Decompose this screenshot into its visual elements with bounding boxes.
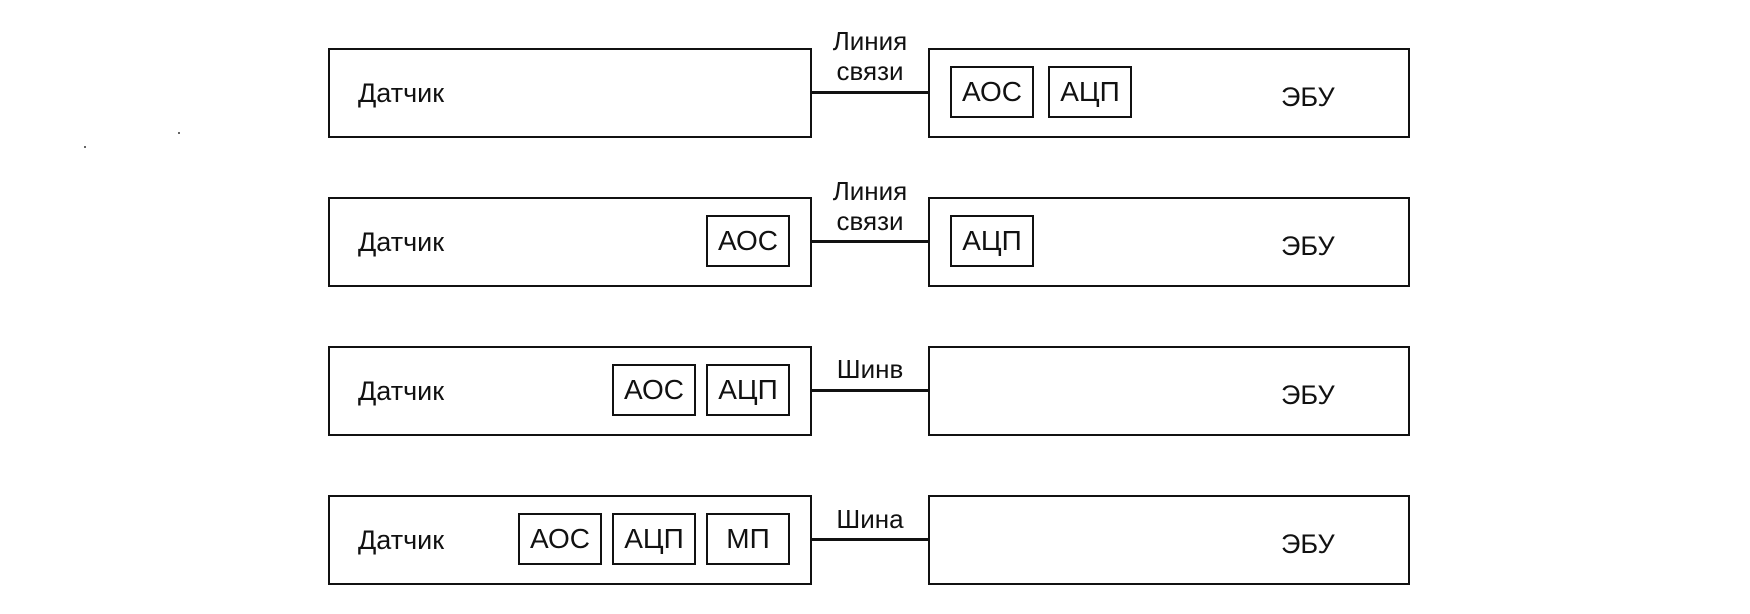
ecu-label: ЭБУ [1281, 380, 1335, 410]
sensor-label: Датчик [358, 227, 445, 257]
link-label: Линия связи [820, 176, 920, 236]
link-line [812, 538, 928, 541]
link-label-line1: Шинв [836, 354, 904, 384]
aos-block: АОС [950, 66, 1034, 118]
link-label: Линия связи [820, 26, 920, 86]
sensor-box: Датчик АОС АЦП [328, 346, 812, 436]
ecu-box: АЦП ЭБУ [928, 197, 1410, 287]
link-label-line2: связи [836, 206, 904, 236]
adc-block: АЦП [706, 364, 790, 416]
sensor-box: Датчик [328, 48, 812, 138]
ecu-box: ЭБУ [928, 346, 1410, 436]
link-label: Шинв [820, 354, 920, 384]
sensor-label: Датчик [358, 376, 445, 406]
mp-block: МП [706, 513, 790, 565]
sensor-label: Датчик [358, 78, 445, 108]
ecu-box: АОС АЦП ЭБУ [928, 48, 1410, 138]
ecu-label: ЭБУ [1281, 529, 1335, 559]
sensor-box: Датчик АОС АЦП МП [328, 495, 812, 585]
scan-speck [84, 146, 86, 148]
adc-block: АЦП [950, 215, 1034, 267]
link-label-line2: связи [836, 56, 904, 86]
sensor-box: Датчик АОС [328, 197, 812, 287]
ecu-box: ЭБУ [928, 495, 1410, 585]
ecu-label: ЭБУ [1281, 231, 1335, 261]
link-label-line1: Линия [832, 26, 908, 56]
link-line [812, 91, 928, 94]
link-label-line1: Шина [836, 504, 904, 534]
adc-block: АЦП [612, 513, 696, 565]
scan-speck [178, 132, 180, 134]
link-label-line1: Линия [832, 176, 908, 206]
aos-block: АОС [518, 513, 602, 565]
link-line [812, 389, 928, 392]
aos-block: АОС [612, 364, 696, 416]
adc-block: АЦП [1048, 66, 1132, 118]
link-label: Шина [820, 504, 920, 534]
sensor-label: Датчик [358, 525, 445, 555]
aos-block: АОС [706, 215, 790, 267]
link-line [812, 240, 928, 243]
ecu-label: ЭБУ [1281, 82, 1335, 112]
